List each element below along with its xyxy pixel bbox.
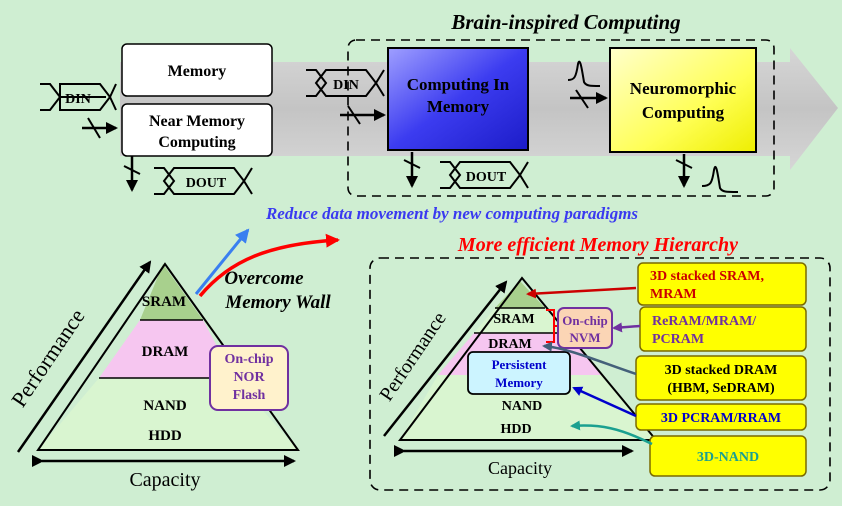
arrow-to-dram <box>542 341 637 376</box>
dout-bus-cim: DOUT <box>440 161 529 189</box>
overcome-line2: Memory Wall <box>224 292 331 313</box>
right-capacity-label: Capacity <box>488 458 552 478</box>
din-label-left: DIN <box>65 92 91 107</box>
din-label-cim: DIN <box>333 78 359 93</box>
bus-slash-neuro <box>575 89 589 109</box>
dout-label-cim: DOUT <box>466 170 507 185</box>
left-nand-label: NAND <box>143 398 186 414</box>
reduce-data-movement-caption: Reduce data movement by new computing pa… <box>265 204 638 223</box>
callout-3d-pcram-line1: 3D PCRAM/RRAM <box>661 411 781 426</box>
nor-line2: NOR <box>233 370 265 385</box>
memory-box <box>121 43 273 97</box>
bus-slash-neuro-out <box>675 159 693 169</box>
persistent-line2: Memory <box>495 375 543 390</box>
bus-slash-left <box>87 117 101 139</box>
near-memory-computing-box <box>121 103 273 157</box>
right-dram-label: DRAM <box>488 337 532 352</box>
left-capacity-label: Capacity <box>129 469 200 491</box>
callout-3d-sram-line2: MRAM <box>650 287 697 302</box>
arrow-to-persistent <box>572 386 637 418</box>
right-hdd-label: HDD <box>500 422 531 437</box>
arrow-to-nand <box>570 420 653 446</box>
left-dram-label: DRAM <box>142 344 189 360</box>
brain-inspired-title: Brain-inspired Computing <box>450 10 680 34</box>
callout-3d-sram-line1: 3D stacked SRAM, <box>650 269 764 284</box>
bus-slash-dout-cim <box>403 159 421 169</box>
din-bus-left: DIN <box>40 83 117 111</box>
blue-up-arrow <box>194 228 250 295</box>
right-sram-label: SRAM <box>493 312 534 327</box>
left-performance-axis <box>16 260 152 453</box>
memory-hierarchy-caption: More efficient Memory Hierarchy <box>457 234 738 256</box>
on-chip-nvm-box <box>557 307 613 349</box>
persistent-memory-box <box>467 351 571 395</box>
bus-slash-dout-left <box>123 165 141 175</box>
memory-box-label: Memory <box>168 63 227 80</box>
left-sram-label: SRAM <box>142 294 186 310</box>
cim-label-line2: Memory <box>427 97 490 116</box>
spike-input-icon <box>567 60 601 87</box>
callout-reram-line1: ReRAM/MRAM/ <box>652 314 757 329</box>
bus-slash-cim <box>347 105 361 125</box>
din-bus-cim: DIN <box>306 69 385 97</box>
callout-3d-nand <box>649 435 807 477</box>
nor-line1: On-chip <box>224 352 273 367</box>
neuro-label-line1: Neuromorphic <box>630 79 737 98</box>
left-nor-flash-box <box>209 345 289 411</box>
left-performance-label: Performance <box>6 304 90 411</box>
cim-label-line1: Computing In <box>407 75 510 94</box>
near-memory-label-line2: Computing <box>158 134 235 151</box>
dout-label-left: DOUT <box>186 176 227 191</box>
right-performance-axis <box>383 280 508 437</box>
arrow-to-nvm <box>612 322 641 333</box>
brain-inspired-dashed-box <box>347 39 775 197</box>
nor-line3: Flash <box>233 388 266 403</box>
arrow-to-sram <box>526 286 637 299</box>
callout-3d-dram <box>635 355 807 401</box>
spike-output-icon <box>701 165 739 193</box>
callout-3d-sram <box>637 262 807 306</box>
persistent-line1: Persistent <box>492 357 548 372</box>
overcome-line1: Overcome <box>224 268 304 289</box>
nvm-line1: On-chip <box>562 313 608 328</box>
neuro-label-line2: Computing <box>642 103 725 122</box>
right-nand-label: NAND <box>502 399 542 414</box>
efficient-hierarchy-dashed-box <box>369 257 831 491</box>
callout-3d-dram-line2: (HBM, SeDRAM) <box>667 381 775 396</box>
nvm-line2: NVM <box>569 330 600 345</box>
left-hdd-label: HDD <box>148 428 182 444</box>
callout-reram <box>639 306 807 352</box>
callout-3d-pcram <box>635 403 807 431</box>
near-memory-label-line1: Near Memory <box>149 113 245 130</box>
callout-3d-dram-line1: 3D stacked DRAM <box>665 363 778 378</box>
red-curved-arrow <box>198 233 340 298</box>
callout-3d-nand-line1: 3D-NAND <box>697 450 759 465</box>
dout-bus-left: DOUT <box>154 167 253 195</box>
neuromorphic-computing-box <box>609 47 757 153</box>
computing-in-memory-box <box>387 47 529 151</box>
callout-reram-line2: PCRAM <box>652 332 704 347</box>
